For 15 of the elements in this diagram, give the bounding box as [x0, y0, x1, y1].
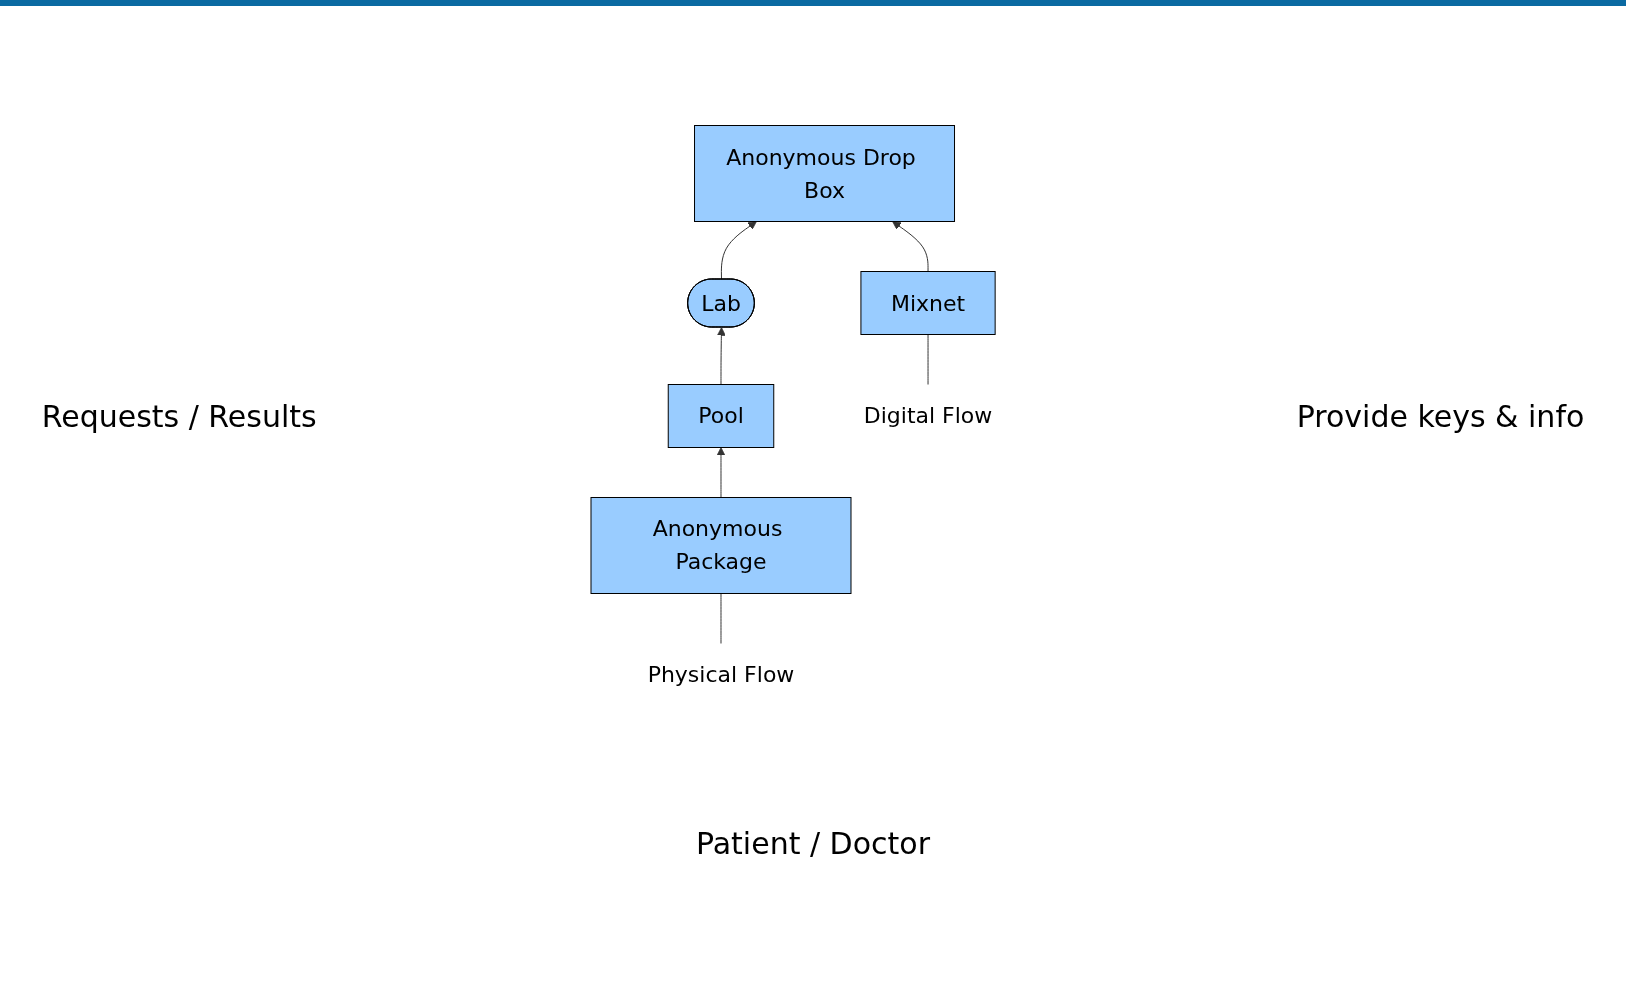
note-text: Provide keys & info [1296, 398, 1585, 434]
arrow [892, 221, 929, 272]
node-box: Pool [667, 384, 775, 448]
note-text: Requests / Results [41, 398, 317, 434]
connector [720, 593, 722, 644]
node-box: Mixnet [860, 271, 996, 335]
node-text: Digital Flow [863, 403, 993, 429]
connector [927, 334, 929, 385]
note-text: Patient / Doctor [694, 826, 931, 861]
node-text: Physical Flow [647, 662, 795, 688]
arrow [720, 221, 757, 280]
arrow [717, 327, 726, 385]
node-box: Anonymous Drop Box [694, 125, 956, 222]
node-box: Anonymous Package [590, 497, 852, 594]
arrow [716, 447, 726, 498]
